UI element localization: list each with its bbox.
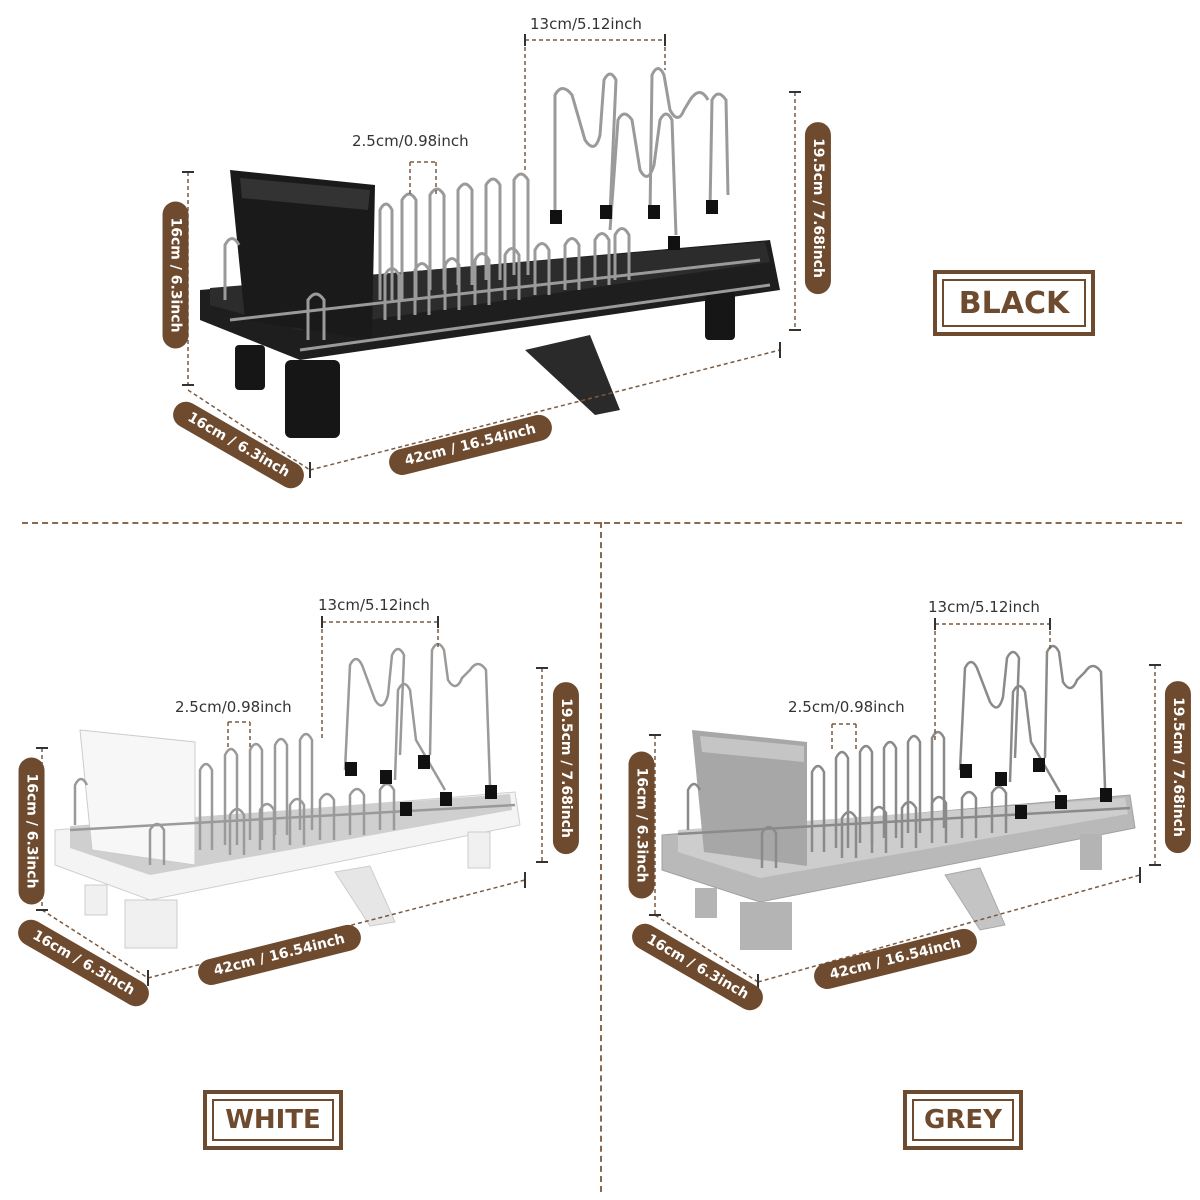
black-gap: 2.5cm/0.98inch (352, 132, 469, 150)
panel-grey: 13cm/5.12inch 2.5cm/0.98inch 19.5cm / 7.… (600, 530, 1200, 1200)
grey-height-right: 19.5cm / 7.68inch (1164, 681, 1191, 853)
white-color-label: WHITE (203, 1090, 343, 1150)
white-top-width: 13cm/5.12inch (318, 596, 430, 614)
grey-height-left: 16cm / 6.3inch (628, 751, 655, 899)
dish-rack-white-illustration (36, 616, 548, 986)
black-color-text: BLACK (942, 279, 1086, 327)
white-color-text: WHITE (212, 1099, 334, 1141)
dish-rack-black-illustration (182, 34, 801, 478)
white-height-left: 16cm / 6.3inch (18, 757, 45, 905)
panel-black: 13cm/5.12inch 2.5cm/0.98inch 19.5cm / 7.… (0, 0, 1200, 520)
black-height-left: 16cm / 6.3inch (162, 201, 189, 349)
grey-gap: 2.5cm/0.98inch (788, 698, 905, 716)
white-gap: 2.5cm/0.98inch (175, 698, 292, 716)
grey-color-label: GREY (903, 1090, 1023, 1150)
white-height-right: 19.5cm / 7.68inch (552, 682, 579, 854)
vertical-divider (600, 522, 602, 1192)
dish-rack-grey-illustration (649, 618, 1161, 990)
grey-top-width: 13cm/5.12inch (928, 598, 1040, 616)
panel-white: 13cm/5.12inch 2.5cm/0.98inch 19.5cm / 7.… (0, 530, 600, 1200)
black-color-label: BLACK (933, 270, 1095, 336)
black-top-width: 13cm/5.12inch (530, 15, 642, 33)
grey-color-text: GREY (912, 1099, 1014, 1141)
black-height-right: 19.5cm / 7.68inch (804, 122, 831, 294)
horizontal-divider (22, 522, 1182, 524)
